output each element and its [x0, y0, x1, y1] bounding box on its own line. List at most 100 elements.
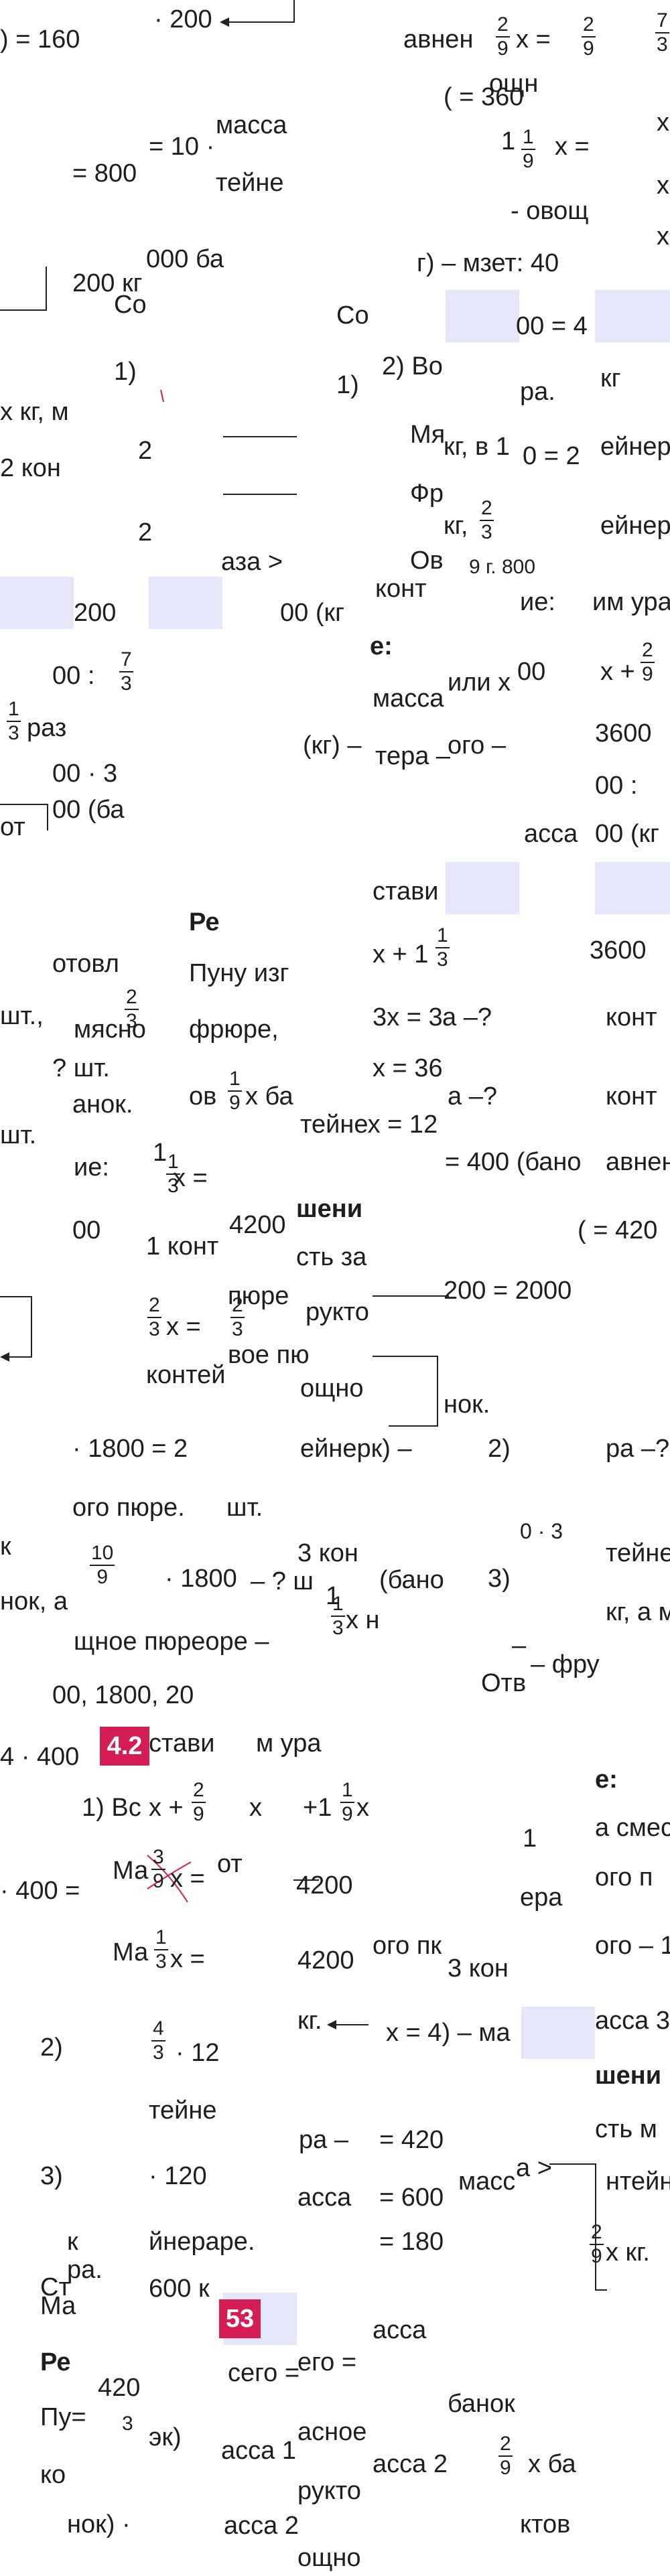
math-fragment: к — [0, 1532, 11, 1561]
math-fragment: шт. — [0, 1121, 37, 1149]
math-fragment: 420 — [98, 2374, 141, 2402]
bracket-line — [293, 1879, 319, 1881]
math-fragment: ощно — [297, 2544, 361, 2572]
math-fragment: +1 — [303, 1794, 332, 1822]
math-fragment: x = — [173, 1164, 208, 1192]
math-fragment: 600 к — [149, 2275, 210, 2303]
math-fragment: · 400 = — [0, 1877, 80, 1905]
fraction-denominator: 9 — [96, 1566, 109, 1588]
math-fragment: x = — [170, 1865, 205, 1893]
math-fragment: ощн — [489, 70, 539, 98]
math-fragment: эк) — [149, 2423, 182, 2451]
math-fragment: Пу= — [40, 2403, 86, 2431]
math-fragment: тейне — [216, 169, 284, 197]
math-fragment: конт — [606, 1082, 657, 1111]
math-fragment: 00 (ба — [52, 796, 125, 824]
math-fragment: ? шт. — [52, 1054, 110, 1082]
math-fragment: отовл — [52, 950, 119, 978]
math-fragment: = 10 · — [149, 133, 215, 161]
math-fragment: а –? — [442, 1003, 492, 1031]
math-fragment: ейнерк) – — [300, 1435, 412, 1463]
math-fragment: тера – — [375, 742, 451, 770]
math-fragment: x — [249, 1794, 262, 1822]
divider-line — [223, 436, 297, 437]
math-fragment: = 600 — [379, 2184, 444, 2212]
math-fragment: ого пк — [373, 1932, 442, 1960]
math-fragment: x — [356, 1794, 369, 1822]
math-fragment: асса 2 — [373, 2450, 448, 2478]
math-fragment: Пуну изг — [189, 959, 289, 987]
fraction-denominator: 3 — [657, 33, 668, 56]
math-fragment: тейнех = 12 — [300, 1111, 438, 1139]
bracket-line — [0, 309, 47, 311]
fraction-numerator: 3 — [151, 1847, 165, 1870]
math-fragment: = 420 — [379, 2126, 444, 2154]
math-fragment: 3) — [40, 2162, 63, 2190]
fraction-numerator: 2 — [147, 1295, 161, 1318]
math-fragment: нок) · — [67, 2510, 131, 2538]
pen-scribble-icon — [147, 1855, 192, 1903]
math-fragment: x ба — [245, 1082, 293, 1111]
fraction-denominator: 9 — [583, 38, 594, 60]
math-fragment: ов — [189, 1082, 217, 1111]
math-fragment: – ? ш — [251, 1567, 314, 1595]
math-fragment: асса — [524, 820, 578, 848]
section-heading: е: — [595, 1766, 618, 1794]
math-fragment: шт. — [226, 1494, 263, 1522]
fraction-numerator: 4 — [151, 2019, 165, 2042]
math-fragment: ) = 160 — [0, 25, 80, 54]
bracket-line — [335, 2024, 368, 2025]
math-fragment: x = — [555, 133, 590, 161]
math-fragment: 3 кон — [448, 1954, 509, 1983]
math-fragment: щное пюреоре – — [74, 1628, 269, 1656]
math-fragment: банок — [448, 2390, 515, 2418]
fraction-denominator: 9 — [193, 1803, 204, 1825]
math-fragment: Со — [336, 301, 369, 330]
math-fragment: 1 конт — [146, 1232, 219, 1261]
math-fragment: вое пю — [228, 1341, 310, 1369]
math-fragment: кг, — [444, 512, 468, 540]
math-fragment: = 800 — [72, 159, 137, 188]
fraction-denominator: 3 — [126, 1010, 137, 1032]
math-fragment: масса — [216, 111, 287, 139]
math-fragment: 00 (кг — [280, 599, 344, 627]
math-fragment: асса — [373, 2316, 427, 2344]
math-fragment: ощно — [300, 1374, 364, 1403]
highlight-band — [446, 862, 519, 914]
math-fragment: 00 : — [595, 772, 638, 800]
math-fragment: (кг) – — [303, 731, 362, 760]
bracket-line — [373, 1356, 438, 1357]
math-fragment: Ма — [113, 1857, 149, 1885]
math-fragment: 1 — [153, 1139, 168, 1167]
math-fragment: рукто — [297, 2477, 361, 2505]
math-fragment: Ма — [113, 1938, 149, 1966]
math-fragment: 3x = 3 — [373, 1003, 443, 1031]
math-fragment: · 200 — [154, 5, 212, 33]
math-fragment: 00 — [517, 658, 546, 686]
math-fragment: а –? — [448, 1082, 497, 1111]
math-fragment: ого – 1 — [595, 1932, 670, 1960]
math-fragment: 3 кон — [297, 1539, 358, 1567]
fraction-numerator: 10 — [90, 1543, 115, 1566]
math-fragment: кг — [600, 364, 621, 392]
math-fragment: нок, а — [0, 1587, 68, 1616]
math-fragment: Мя — [410, 421, 446, 449]
fraction-denominator: 9 — [153, 1870, 164, 1892]
fraction-numerator: 2 — [498, 2434, 513, 2457]
math-fragment: ие: — [520, 588, 555, 616]
math-fragment: конт — [375, 575, 427, 603]
fraction-denominator: 3 — [155, 1950, 167, 1973]
bracket-line — [389, 1425, 438, 1427]
math-fragment: Ма — [40, 2292, 76, 2320]
bracket-line — [437, 1356, 438, 1427]
bracket-line — [31, 1296, 32, 1356]
math-fragment: 1 — [326, 1582, 340, 1610]
math-fragment: – — [512, 1632, 527, 1660]
